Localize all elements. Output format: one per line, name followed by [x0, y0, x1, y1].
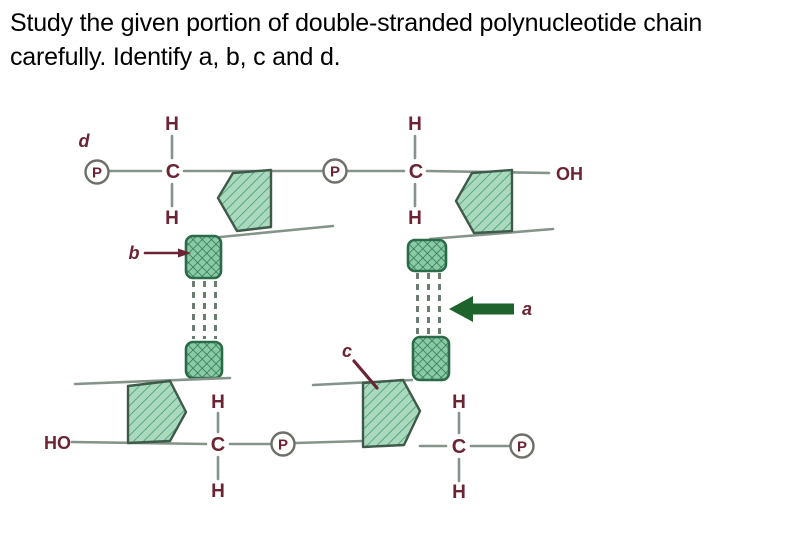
label-c-pointer-line [352, 359, 379, 390]
phosphate-letter: P [92, 165, 102, 182]
label-b: b [129, 243, 140, 263]
carbon-group-3: H C H [211, 392, 225, 502]
carbon-letter: C [166, 161, 180, 183]
hydrogen-letter: H [165, 114, 179, 135]
bottom-strand: HO H C H P H C [44, 376, 535, 503]
carbon-letter: C [452, 436, 466, 458]
callout-d: d [79, 131, 91, 151]
label-a: a [522, 299, 532, 319]
phosphate-letter: P [278, 437, 288, 454]
question-line-2: carefully. Identify a, b, c and d. [10, 43, 341, 71]
callout-c: c [342, 341, 379, 390]
hydrogen-letter: H [408, 114, 422, 135]
phosphate-circle [84, 159, 110, 185]
sugar-line-top-left [198, 224, 335, 241]
carbon-group-1: H C H [165, 114, 180, 229]
question-line-1: Study the given portion of double-strand… [10, 9, 703, 37]
base-pair-left [184, 234, 224, 380]
sugar-pentagon-top-right [454, 168, 514, 235]
callout-b: b [129, 243, 191, 263]
base-pair-right [406, 238, 451, 382]
top-strand: P H C H P H C H [84, 114, 583, 241]
phosphate-group-4: P [509, 433, 535, 459]
hydrogen-letter: H [211, 392, 225, 413]
nitrogen-base-top-left [184, 234, 223, 280]
sugar-line-bottom-left [73, 376, 232, 386]
question-text: Study the given portion of double-strand… [10, 6, 790, 74]
callout-a: a [449, 296, 532, 322]
hydrogen-bonds-right [416, 273, 441, 334]
sugar-pentagon-bottom-left [126, 379, 188, 445]
phosphate-letter: P [330, 164, 340, 181]
phosphate-circle [509, 433, 535, 459]
hydroxyl-oh-label: OH [556, 164, 583, 184]
hydrogen-letter: H [165, 208, 179, 229]
carbon-letter: C [211, 434, 225, 456]
hydrogen-letter: H [211, 481, 225, 502]
carbon-group-2: H C H [408, 114, 423, 229]
phosphate-group-3: P [270, 431, 296, 457]
hydroxyl-ho-label: HO [44, 433, 71, 453]
label-c: c [342, 341, 352, 361]
nitrogen-base-bottom-left [184, 340, 224, 380]
phosphate-letter: P [517, 439, 527, 456]
sugar-pentagon-top-left [216, 168, 273, 233]
nitrogen-base-bottom-right [411, 335, 451, 382]
phosphate-group-2: P [322, 158, 348, 184]
bond-p3-sugar [294, 439, 365, 445]
phosphate-circle [322, 158, 348, 184]
sugar-pentagon-bottom-right [361, 378, 422, 449]
hydrogen-letter: H [452, 392, 466, 413]
label-b-pointer-tip [178, 248, 191, 258]
hydrogen-letter: H [408, 208, 422, 229]
carbon-letter: C [409, 161, 423, 183]
nitrogen-base-top-right [406, 238, 448, 273]
label-d: d [79, 131, 91, 151]
label-a-arrow [449, 296, 514, 322]
phosphate-group-1: P [84, 159, 110, 185]
phosphate-circle [270, 431, 296, 457]
hydrogen-letter: H [452, 482, 466, 503]
sugar-line-top-right [428, 227, 555, 241]
hydrogen-bonds-left [192, 281, 217, 339]
carbon-group-4: H C H [452, 392, 466, 503]
